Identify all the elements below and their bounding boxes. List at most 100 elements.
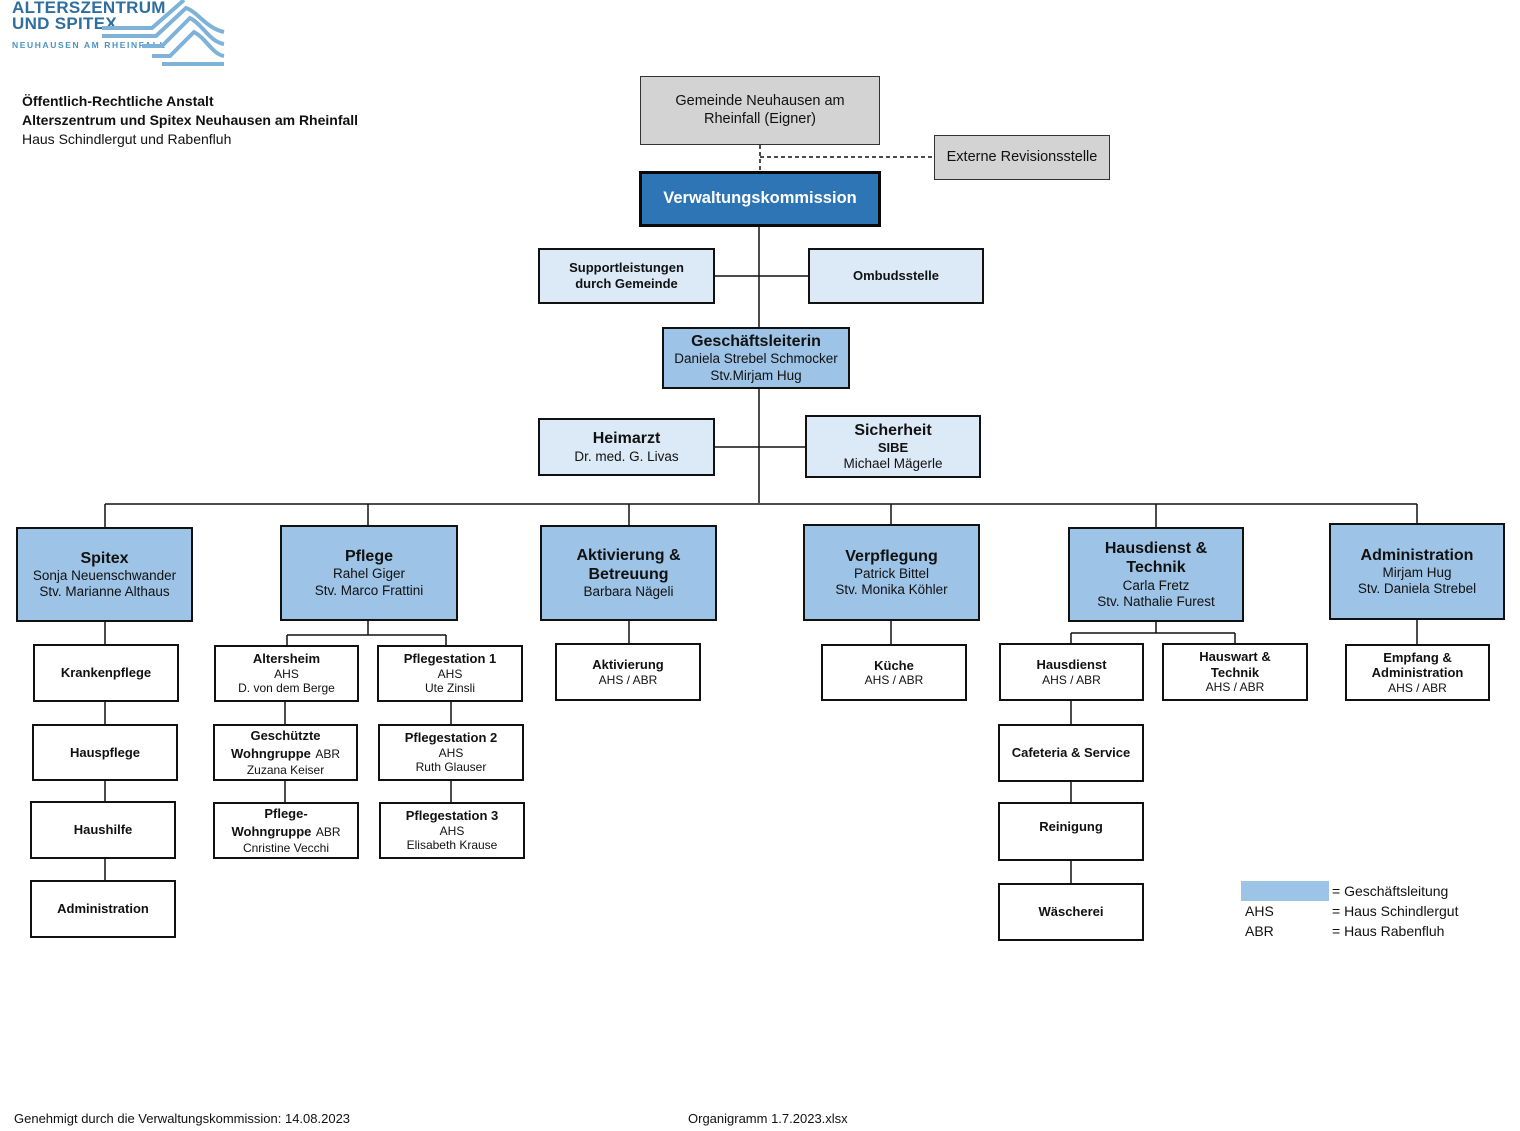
legend-gl-label: = Geschäftsleitung bbox=[1332, 883, 1449, 899]
unit-pflegestation-3: Pflegestation 3 AHS Elisabeth Krause bbox=[379, 802, 525, 859]
box-verwaltung: Verwaltungskommission bbox=[639, 171, 881, 227]
ps2-title: Pflegestation 2 bbox=[404, 730, 498, 746]
altersheim-loc: AHS bbox=[274, 666, 299, 681]
gl-title: Geschäftsleiterin bbox=[691, 333, 821, 351]
aktivierung-title: Aktivierung & Betreuung bbox=[576, 546, 681, 583]
kueche-loc: AHS / ABR bbox=[864, 673, 924, 688]
box-revision: Externe Revisionsstelle bbox=[934, 135, 1110, 180]
support-label: Supportleistungen durch Gemeinde bbox=[569, 260, 684, 291]
ps3-name: Elisabeth Krause bbox=[406, 838, 498, 853]
header-line1: Öffentlich-Rechtliche Anstalt bbox=[22, 93, 214, 109]
pw-title2: Wohngruppe bbox=[231, 823, 312, 839]
spitex-title: Spitex bbox=[80, 549, 129, 567]
sicherheit-sub: SIBE bbox=[877, 440, 909, 456]
cafeteria-label: Cafeteria & Service bbox=[1011, 745, 1131, 761]
empfang-title: Empfang & Administration bbox=[1371, 649, 1464, 681]
header-line3: Haus Schindlergut und Rabenfluh bbox=[22, 131, 232, 147]
unit-waescherei: Wäscherei bbox=[998, 883, 1144, 941]
ps1-title: Pflegestation 1 bbox=[403, 651, 497, 667]
hausdienst-unit-title: Hausdienst bbox=[1036, 657, 1107, 672]
gw-title2: Wohngruppe bbox=[230, 745, 311, 761]
gl-deputy: Stv.Mirjam Hug bbox=[710, 367, 802, 383]
ps3-title: Pflegestation 3 bbox=[405, 808, 499, 824]
unit-hauspflege: Hauspflege bbox=[32, 724, 178, 781]
spitex-name: Sonja Neuenschwander bbox=[32, 567, 177, 583]
dept-pflege: Pflege Rahel Giger Stv. Marco Frattini bbox=[280, 525, 458, 621]
reinigung-label: Reinigung bbox=[1039, 818, 1103, 834]
unit-pflegestation-2: Pflegestation 2 AHS Ruth Glauser bbox=[378, 724, 524, 781]
legend-swatch bbox=[1241, 881, 1329, 901]
dept-hausdienst: Hausdienst & Technik Carla Fretz Stv. Na… bbox=[1068, 527, 1244, 622]
ombuds-label: Ombudsstelle bbox=[853, 268, 939, 284]
unit-krankenpflege: Krankenpflege bbox=[33, 644, 179, 702]
ps1-loc: AHS bbox=[437, 666, 463, 681]
haushilfe-label: Haushilfe bbox=[73, 822, 133, 838]
unit-reinigung: Reinigung bbox=[998, 802, 1144, 861]
hauswart-loc: AHS / ABR bbox=[1205, 680, 1265, 695]
legend-ahs-label: = Haus Schindlergut bbox=[1332, 903, 1459, 919]
box-support: Supportleistungen durch Gemeinde bbox=[538, 248, 715, 304]
heimarzt-name: Dr. med. G. Livas bbox=[574, 448, 679, 464]
dept-aktivierung: Aktivierung & Betreuung Barbara Nägeli bbox=[540, 525, 717, 621]
sicherheit-title: Sicherheit bbox=[854, 422, 932, 440]
krankenpflege-label: Krankenpflege bbox=[60, 665, 152, 681]
unit-administration-spitex: Administration bbox=[30, 880, 176, 938]
header-line2: Alterszentrum und Spitex Neuhausen am Rh… bbox=[22, 112, 359, 128]
unit-haushilfe: Haushilfe bbox=[30, 801, 176, 859]
verwaltung-label: Verwaltungskommission bbox=[663, 189, 857, 208]
pw-loc: ABR bbox=[315, 824, 341, 839]
pflege-name: Rahel Giger bbox=[332, 566, 406, 582]
hausdienst-name: Carla Fretz bbox=[1122, 577, 1190, 593]
gw-name: Zuzana Keiser bbox=[246, 762, 325, 777]
sicherheit-name: Michael Mägerle bbox=[843, 455, 943, 471]
unit-hauswart: Hauswart & Technik AHS / ABR bbox=[1162, 643, 1308, 701]
unit-pflege-wohngruppe: Pflege- Wohngruppe ABR Cnristine Vecchi bbox=[213, 802, 359, 859]
logo-line2: UND SPITEX bbox=[12, 14, 118, 33]
pflege-title: Pflege bbox=[344, 548, 393, 566]
logo-line1: ALTERSZENTRUM bbox=[12, 0, 166, 17]
ps3-loc: AHS bbox=[439, 823, 465, 838]
unit-kueche: Küche AHS / ABR bbox=[821, 644, 967, 701]
logo: ALTERSZENTRUM UND SPITEX NEUHAUSEN AM RH… bbox=[10, 0, 225, 68]
ps1-name: Ute Zinsli bbox=[424, 681, 475, 696]
logo-line3: NEUHAUSEN AM RHEINFALL bbox=[12, 40, 167, 50]
ps2-name: Ruth Glauser bbox=[415, 760, 487, 775]
dept-spitex: Spitex Sonja Neuenschwander Stv. Mariann… bbox=[16, 527, 193, 622]
unit-pflegestation-1: Pflegestation 1 AHS Ute Zinsli bbox=[377, 645, 523, 702]
gw-title1: Geschützte bbox=[250, 727, 321, 743]
verpflegung-deputy: Stv. Monika Köhler bbox=[835, 582, 948, 598]
unit-altersheim: Altersheim AHS D. von dem Berge bbox=[214, 645, 359, 702]
pflege-deputy: Stv. Marco Frattini bbox=[314, 582, 424, 598]
unit-hausdienst: Hausdienst AHS / ABR bbox=[999, 643, 1144, 701]
legend-abr-label: = Haus Rabenfluh bbox=[1332, 923, 1445, 939]
waescherei-label: Wäscherei bbox=[1038, 904, 1104, 920]
verpflegung-title: Verpflegung bbox=[845, 547, 938, 565]
pw-name: Cnristine Vecchi bbox=[242, 840, 330, 855]
pw-title1: Pflege- bbox=[264, 805, 308, 821]
waves-icon bbox=[102, 0, 225, 66]
unit-aktivierung: Aktivierung AHS / ABR bbox=[555, 643, 701, 701]
gemeinde-label: Gemeinde Neuhausen am Rheinfall (Eigner) bbox=[675, 93, 845, 127]
empfang-loc: AHS / ABR bbox=[1388, 680, 1447, 695]
box-ombuds: Ombudsstelle bbox=[808, 248, 984, 304]
kueche-title: Küche bbox=[874, 657, 914, 673]
heimarzt-title: Heimarzt bbox=[592, 430, 661, 448]
footer-approval: Genehmigt durch die Verwaltungskommissio… bbox=[14, 1111, 351, 1126]
box-geschaeftsleiterin: Geschäftsleiterin Daniela Strebel Schmoc… bbox=[662, 327, 850, 389]
legend-abr-key: ABR bbox=[1245, 923, 1274, 939]
box-gemeinde: Gemeinde Neuhausen am Rheinfall (Eigner) bbox=[640, 76, 880, 145]
altersheim-title: Altersheim bbox=[252, 651, 321, 667]
dept-verpflegung: Verpflegung Patrick Bittel Stv. Monika K… bbox=[803, 524, 980, 621]
box-heimarzt: Heimarzt Dr. med. G. Livas bbox=[538, 418, 715, 476]
unit-empfang: Empfang & Administration AHS / ABR bbox=[1345, 644, 1490, 701]
legend-ahs-key: AHS bbox=[1245, 903, 1274, 919]
hauswart-title: Hauswart & Technik bbox=[1199, 649, 1271, 680]
hauspflege-label: Hauspflege bbox=[69, 744, 141, 760]
spitex-deputy: Stv. Marianne Althaus bbox=[39, 584, 170, 600]
unit-geschuetzte-wohngruppe: Geschützte Wohngruppe ABR Zuzana Keiser bbox=[213, 724, 358, 781]
altersheim-name: D. von dem Berge bbox=[238, 681, 335, 696]
administration-spitex-label: Administration bbox=[57, 901, 149, 917]
gw-loc: ABR bbox=[315, 746, 341, 761]
gl-name: Daniela Strebel Schmocker bbox=[674, 351, 838, 367]
